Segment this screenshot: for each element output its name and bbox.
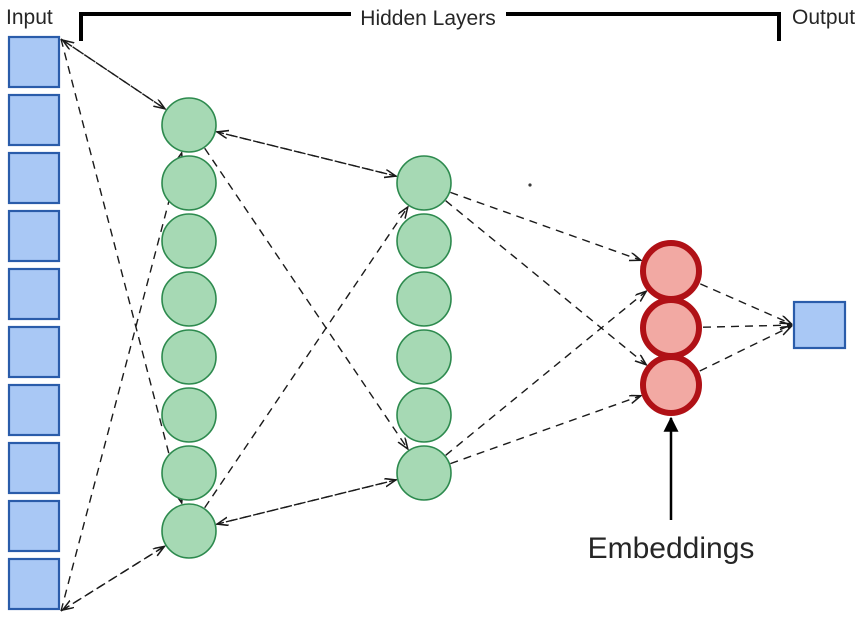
- output-layer-label: Output: [792, 6, 855, 29]
- hidden-layers-bracket: [79, 12, 781, 41]
- connection-lines: [60, 38, 792, 612]
- hidden2-node-6[interactable]: [396, 445, 452, 501]
- hidden1-node-2[interactable]: [161, 155, 217, 211]
- stray-dot-artifact: [528, 183, 532, 187]
- connection-line: [60, 38, 182, 503]
- input-node-3[interactable]: [7, 151, 61, 205]
- hidden1-node-1[interactable]: [161, 97, 217, 153]
- output-node[interactable]: [792, 300, 847, 350]
- input-node-5[interactable]: [7, 267, 61, 321]
- input-node-8[interactable]: [7, 441, 61, 495]
- connection-line: [700, 283, 791, 324]
- input-node-9[interactable]: [7, 499, 61, 553]
- connection-line: [445, 200, 647, 365]
- hidden2-node-1[interactable]: [396, 155, 452, 211]
- hidden2-node-3[interactable]: [396, 271, 452, 327]
- input-node-7[interactable]: [7, 383, 61, 437]
- hidden1-node-3[interactable]: [161, 213, 217, 269]
- hidden-layers-label: Hidden Layers: [360, 7, 495, 30]
- hidden2-node-2[interactable]: [396, 213, 452, 269]
- hidden1-node-5[interactable]: [161, 329, 217, 385]
- hidden2-node-4[interactable]: [396, 329, 452, 385]
- connection-line: [63, 40, 166, 110]
- input-layer-label: Input: [6, 6, 53, 29]
- connection-line: [702, 325, 791, 327]
- connection-line: [217, 132, 397, 177]
- connection-line: [204, 207, 408, 509]
- bracket-right-segment: [506, 12, 781, 41]
- connection-line: [217, 479, 397, 524]
- hidden1-node-6[interactable]: [161, 387, 217, 443]
- network-nodes: [7, 35, 847, 611]
- connection-line: [63, 545, 165, 610]
- embedding-node-1[interactable]: [640, 240, 702, 302]
- hidden1-node-8[interactable]: [161, 503, 217, 559]
- connection-line: [450, 396, 640, 465]
- bracket-left-segment: [79, 12, 351, 41]
- input-node-4[interactable]: [7, 209, 61, 263]
- hidden1-node-4[interactable]: [161, 271, 217, 327]
- input-node-1[interactable]: [7, 35, 61, 89]
- embedding-node-3[interactable]: [640, 354, 702, 416]
- embeddings-label: Embeddings: [588, 532, 755, 565]
- connection-line: [445, 291, 647, 456]
- connection-line: [450, 191, 640, 260]
- embedding-node-2[interactable]: [640, 297, 702, 359]
- input-node-2[interactable]: [7, 93, 61, 147]
- input-node-10[interactable]: [7, 557, 61, 611]
- input-node-6[interactable]: [7, 325, 61, 379]
- connection-line: [60, 153, 182, 612]
- connection-line: [699, 326, 792, 372]
- hidden1-node-7[interactable]: [161, 445, 217, 501]
- hidden2-node-5[interactable]: [396, 387, 452, 443]
- connection-line: [204, 147, 408, 449]
